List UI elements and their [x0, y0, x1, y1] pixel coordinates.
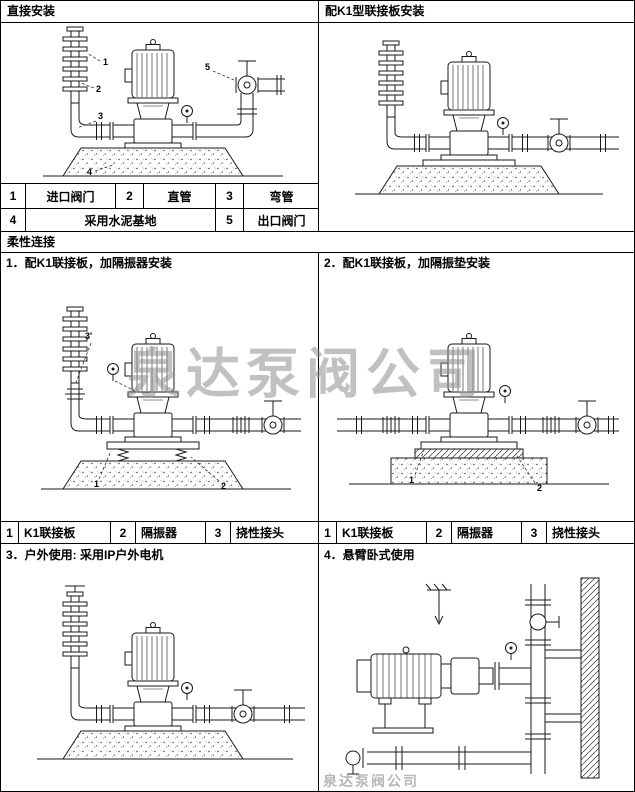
flex1-pump-drawing: 3' 1 2 [41, 306, 301, 491]
cantilever-diagram-cell: 4．悬臂卧式使用 [319, 544, 634, 791]
diagram-label: 3 [98, 111, 103, 121]
part-label: 进口阀门 [26, 184, 116, 208]
diagram-label: 1 [94, 479, 99, 489]
direct-install-diagram-cell: 1 2 3 4 5 [1, 23, 319, 183]
part-label: 隔振器 [136, 522, 206, 543]
direct-parts-table: 1 进口阀门 2 直管 3 弯管 4 采用水泥基地 5 出口阀门 [1, 183, 319, 232]
part-label: 挠性接头 [231, 522, 319, 543]
direct-install-pump-drawing: 1 2 3 4 5 [43, 26, 285, 177]
part-number: 5 [216, 208, 244, 232]
part-label: K1联接板 [19, 522, 111, 543]
diagram-label: 1 [103, 57, 108, 67]
part-number: 3 [206, 522, 231, 543]
diagram-label: 2 [221, 481, 226, 491]
diagram-label: 1 [409, 475, 414, 485]
part-number: 3 [216, 184, 244, 208]
part-number: 2 [116, 184, 144, 208]
part-number: 2 [111, 522, 136, 543]
subsection-title-flex1: 1．配K1联接板，加隔振器安装 [6, 256, 173, 270]
flex-parts-table: 1 K1联接板 2 隔振器 3 挠性接头 1 K1联接板 2 隔振器 3 挠性接… [1, 521, 634, 544]
part-label: 采用水泥基地 [26, 208, 216, 232]
flex1-diagram-cell: 1．配K1联接板，加隔振器安装 3' 1 2 [1, 253, 319, 521]
diagram-label: 5 [205, 62, 210, 72]
part-label: 弯管 [269, 189, 294, 204]
k1-install-diagram-cell [319, 23, 634, 231]
part-label: 挠性接头 [552, 526, 601, 540]
diagram-label: 2 [537, 483, 542, 493]
part-number: 3 [522, 522, 547, 543]
diagram-label: 4 [87, 167, 92, 177]
outdoor-diagram-cell: 3．户外使用: 采用IP户外电机 [1, 544, 319, 791]
part-number: 2 [427, 522, 452, 543]
section-title-k1-install: 配K1型联接板安装 [319, 1, 634, 23]
part-number: 1 [1, 522, 19, 543]
part-label: 出口阀门 [257, 213, 306, 228]
section-title-direct-install: 直接安装 [1, 1, 319, 23]
flex2-diagram-cell: 2．配K1联接板，加隔振垫安装 1 2 [319, 253, 634, 521]
part-number: 1 [319, 522, 337, 543]
k1-install-pump-drawing [355, 40, 619, 195]
part-number: 1 [1, 184, 26, 208]
subsection-title-flex2: 2．配K1联接板，加隔振垫安装 [324, 256, 491, 270]
parts-table-row: 4 采用水泥基地 5 出口阀门 [1, 208, 318, 232]
part-label: 直管 [144, 184, 216, 208]
cantilever-pump-drawing [345, 577, 600, 779]
part-number: 4 [1, 208, 26, 232]
part-label: K1联接板 [337, 522, 427, 543]
section-title-flexible-connection: 柔性连接 [1, 231, 634, 253]
diagram-label: 3' [85, 331, 92, 341]
outdoor-pump-drawing [37, 585, 305, 760]
flex2-pump-drawing: 1 2 [337, 333, 619, 493]
subsection-title-cantilever: 4．悬臂卧式使用 [324, 548, 415, 562]
subsection-title-outdoor: 3．户外使用: 采用IP户外电机 [6, 548, 164, 562]
part-label: 隔振器 [452, 522, 522, 543]
diagram-label: 2 [96, 84, 101, 94]
parts-table-row: 1 进口阀门 2 直管 3 弯管 [1, 184, 318, 209]
